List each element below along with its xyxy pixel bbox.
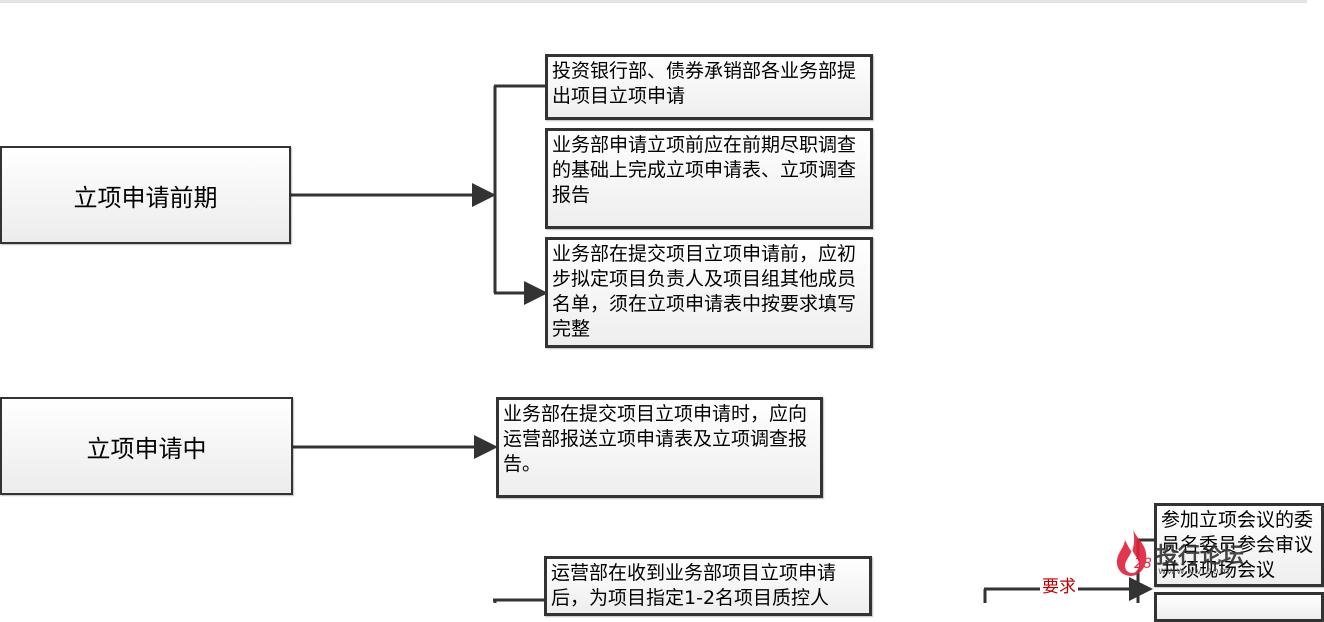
note-box-department-proposal: 投资银行部、债券承销部各业务部提出项目立项申请: [545, 54, 873, 120]
note-text: 运营部在收到业务部项目立项申请后，为项目指定1-2名项目质控人: [551, 562, 837, 609]
note-text: 业务部在提交项目立项申请时，应向运营部报送立项申请表及立项调查报告。: [503, 403, 808, 475]
stage-box-pre-application: 立项申请前期: [0, 146, 291, 244]
note-text: 参加立项会议的委员名委员参会审议并须现场会议: [1161, 509, 1314, 581]
note-box-quality-controller: 运营部在收到业务部项目立项申请后，为项目指定1-2名项目质控人: [544, 556, 872, 616]
note-text: 投资银行部、债券承销部各业务部提出项目立项申请: [552, 60, 857, 107]
stage-label: 立项申请中: [86, 434, 207, 463]
flame-icon: 28: [1116, 530, 1152, 576]
note-box-committee-meeting: 参加立项会议的委员名委员参会审议并须现场会议: [1154, 503, 1324, 587]
note-text: 业务部在提交项目立项申请前，应初步拟定项目负责人及项目组其他成员名单，须在立项申…: [552, 243, 857, 340]
svg-text:28: 28: [1134, 556, 1152, 572]
note-box-due-diligence: 业务部申请立项前应在前期尽职调查的基础上完成立项申请表、立项调查报告: [545, 128, 873, 229]
top-border: [0, 0, 1307, 3]
watermark-url: www.vv.com: [1158, 566, 1231, 577]
requirement-label: 要求: [1040, 576, 1078, 598]
watermark-brand: 投行论坛: [1156, 544, 1245, 569]
note-text: 业务部申请立项前应在前期尽职调查的基础上完成立项申请表、立项调查报告: [552, 134, 857, 206]
stage-box-in-application: 立项申请中: [0, 397, 293, 495]
note-box-team-roster: 业务部在提交项目立项申请前，应初步拟定项目负责人及项目组其他成员名单，须在立项申…: [545, 237, 873, 348]
forum-watermark: 28 投行论坛 www.vv.com: [1112, 528, 1287, 582]
note-box-submit-to-operations: 业务部在提交项目立项申请时，应向运营部报送立项申请表及立项调查报告。: [496, 397, 823, 498]
note-box-partial-bottom: [1154, 592, 1324, 622]
stage-label: 立项申请前期: [73, 183, 218, 212]
